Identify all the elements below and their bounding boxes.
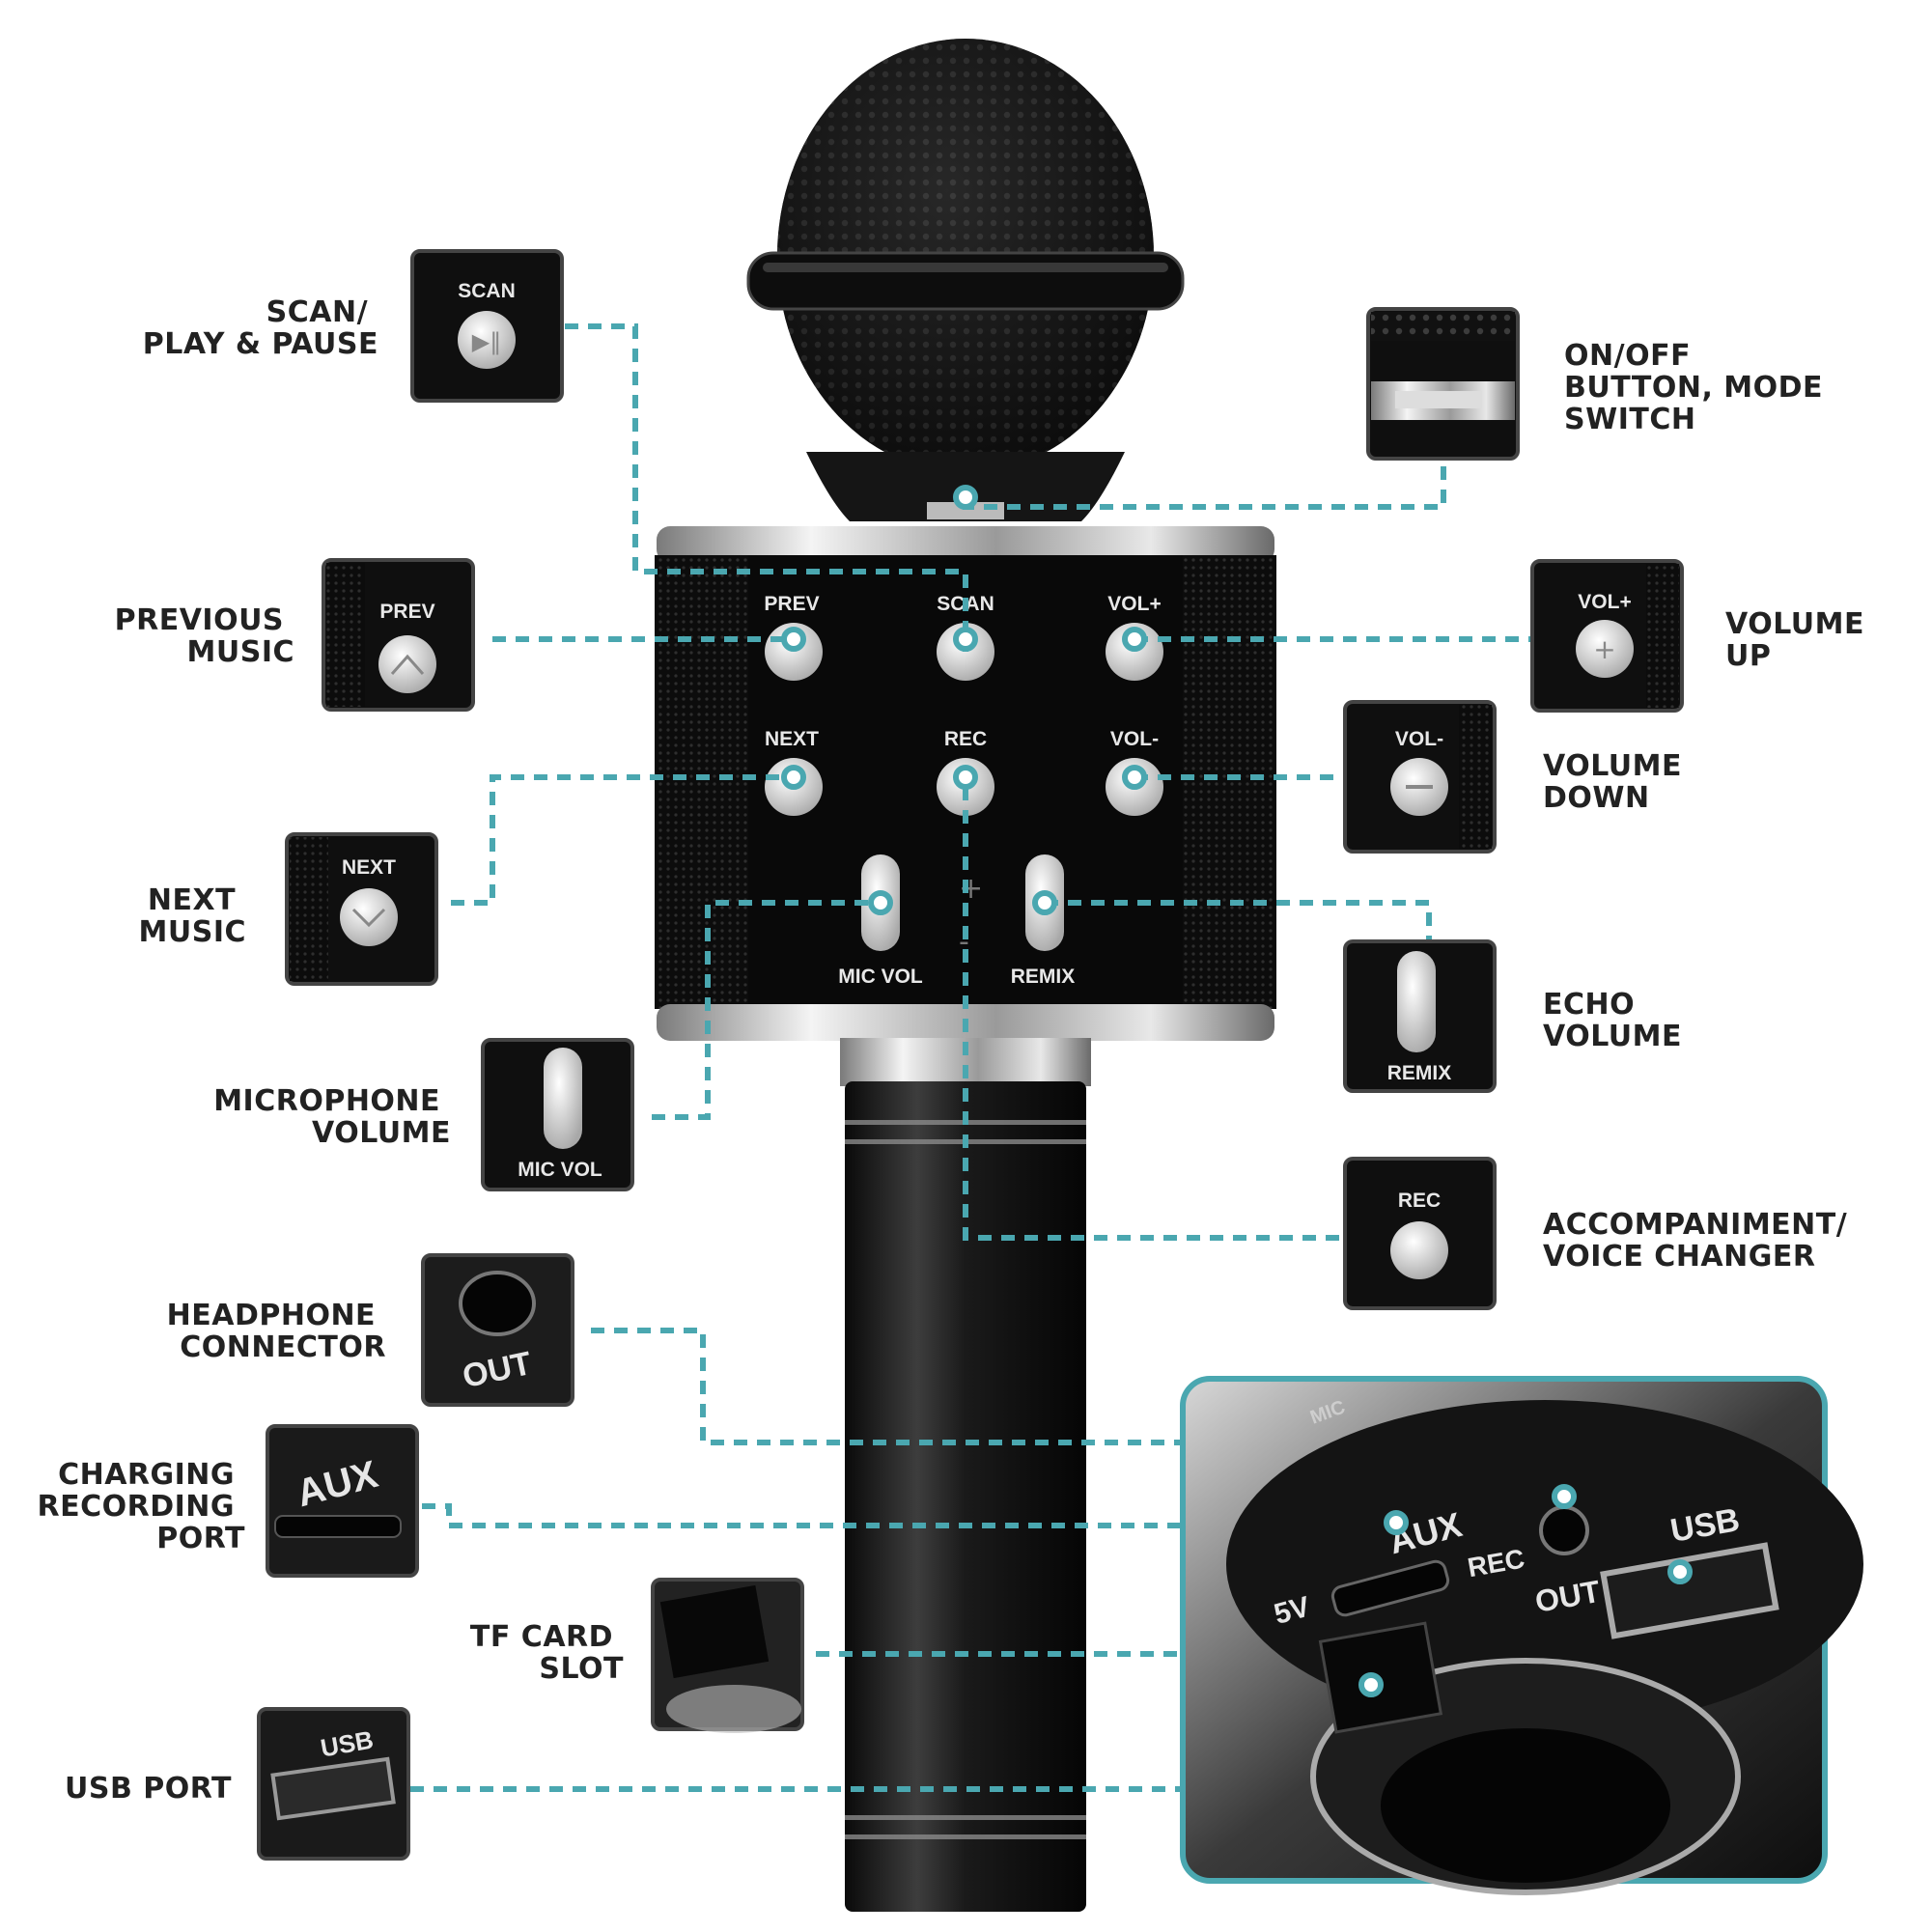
device-next-label: NEXT bbox=[765, 728, 819, 750]
label-tf-card-slot: TF CARD SLOT bbox=[470, 1620, 624, 1686]
label-scan-play-pause: SCAN/ PLAY & PAUSE bbox=[143, 295, 378, 361]
svg-text:PREV: PREV bbox=[379, 601, 434, 623]
aux-thumbnail: AUX bbox=[266, 1424, 419, 1578]
label-usb-port: USB PORT bbox=[65, 1772, 232, 1806]
next-thumbnail: NEXT bbox=[285, 832, 438, 986]
svg-text:VOL+: VOL+ bbox=[1578, 591, 1631, 613]
svg-text:+: + bbox=[1593, 633, 1615, 665]
label-charging-recording-port: CHARGING RECORDING PORT bbox=[38, 1458, 245, 1555]
tf-card-thumbnail bbox=[651, 1578, 804, 1733]
vol-down-thumbnail: VOL- bbox=[1343, 700, 1497, 854]
label-next-music: NEXT MUSIC bbox=[139, 883, 247, 949]
headphone-thumbnail: OUT bbox=[421, 1253, 574, 1407]
svg-text:-: - bbox=[959, 925, 969, 959]
label-previous-music: PREVIOUS MUSIC bbox=[115, 603, 294, 669]
label-on-off-mode: ON/OFF BUTTON, MODE SWITCH bbox=[1564, 339, 1834, 436]
label-volume-up: VOLUME UP bbox=[1725, 607, 1875, 673]
label-microphone-volume: MICROPHONE VOLUME bbox=[213, 1084, 451, 1150]
scan-thumbnail: SCAN ▶‖ bbox=[410, 249, 564, 403]
callout-labels: SCAN/ PLAY & PAUSE PREVIOUS MUSIC NEXT M… bbox=[38, 295, 1875, 1806]
vol-up-thumbnail: VOL+ + bbox=[1530, 559, 1684, 713]
mic-handle bbox=[845, 1081, 1086, 1912]
svg-text:NEXT: NEXT bbox=[342, 856, 396, 879]
label-accompaniment: ACCOMPANIMENT/ VOICE CHANGER bbox=[1543, 1208, 1858, 1274]
rec-thumbnail: REC bbox=[1343, 1157, 1497, 1310]
svg-text:MIC VOL: MIC VOL bbox=[518, 1159, 602, 1181]
svg-text:+: + bbox=[959, 872, 983, 906]
device-prev-label: PREV bbox=[764, 593, 819, 615]
svg-text:VOL-: VOL- bbox=[1395, 728, 1443, 750]
device-vol-up-label: VOL+ bbox=[1107, 593, 1161, 615]
remix-thumbnail: REMIX bbox=[1343, 939, 1497, 1093]
bottom-ports-inset: MIC AUX REC OUT USB 5V bbox=[1180, 1376, 1863, 1895]
label-echo-volume: ECHO VOLUME bbox=[1543, 988, 1682, 1053]
svg-text:SCAN: SCAN bbox=[458, 280, 516, 302]
mic-vol-thumbnail: MIC VOL bbox=[481, 1038, 634, 1191]
device-vol-down-label: VOL- bbox=[1110, 728, 1159, 750]
device-mic-vol-label: MIC VOL bbox=[838, 966, 923, 988]
svg-text:REC: REC bbox=[1398, 1190, 1441, 1212]
label-volume-down: VOLUME DOWN bbox=[1543, 749, 1693, 815]
usb-thumbnail: USB bbox=[257, 1707, 410, 1861]
device-remix-label: REMIX bbox=[1011, 966, 1076, 988]
device-rec-label: REC bbox=[944, 728, 987, 750]
label-headphone-connector: HEADPHONE CONNECTOR bbox=[167, 1299, 386, 1364]
body-top-rim bbox=[657, 526, 1274, 563]
on-off-thumbnail bbox=[1366, 307, 1520, 461]
svg-text:REMIX: REMIX bbox=[1387, 1062, 1452, 1084]
svg-text:▶‖: ▶‖ bbox=[472, 328, 501, 355]
prev-thumbnail: PREV bbox=[322, 558, 475, 712]
callout-thumbnails: SCAN ▶‖ PREV NEXT MIC VOL bbox=[257, 249, 1684, 1861]
mic-head-ring bbox=[746, 251, 1185, 311]
